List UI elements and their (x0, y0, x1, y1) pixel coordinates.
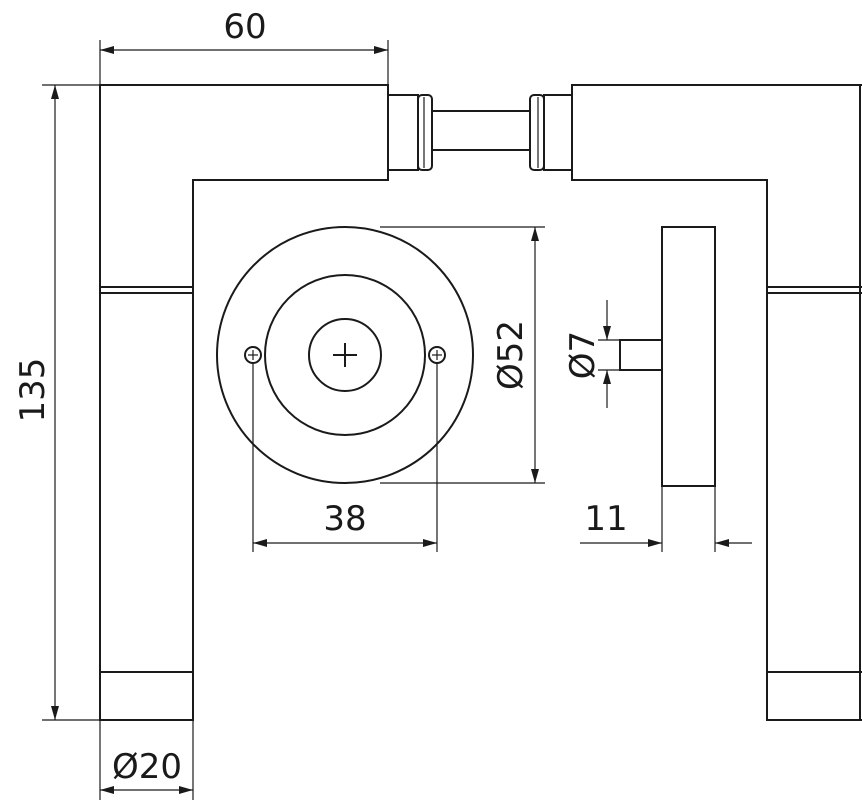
svg-text:38: 38 (323, 499, 366, 539)
dimension-d7: Ø7 (563, 300, 620, 408)
right-lever (571, 84, 862, 721)
dimension-d20: Ø20 (99, 720, 194, 800)
dimension-11: 11 (580, 486, 752, 552)
svg-text:Ø7: Ø7 (563, 331, 603, 379)
spindle-connector (387, 94, 573, 171)
svg-text:11: 11 (584, 499, 627, 539)
screw-icon (244, 346, 262, 364)
dimension-38: 38 (252, 363, 438, 552)
screw-icon (428, 346, 446, 364)
rosette-front-view (216, 226, 474, 484)
svg-text:Ø20: Ø20 (112, 747, 182, 787)
dimension-135: 135 (13, 84, 100, 721)
rosette-side-view (619, 226, 716, 487)
svg-text:Ø52: Ø52 (491, 320, 531, 390)
left-lever (99, 84, 389, 721)
dimension-d52: Ø52 (380, 226, 545, 484)
svg-text:135: 135 (13, 358, 53, 423)
svg-text:60: 60 (223, 7, 266, 47)
dimension-60: 60 (99, 7, 389, 85)
